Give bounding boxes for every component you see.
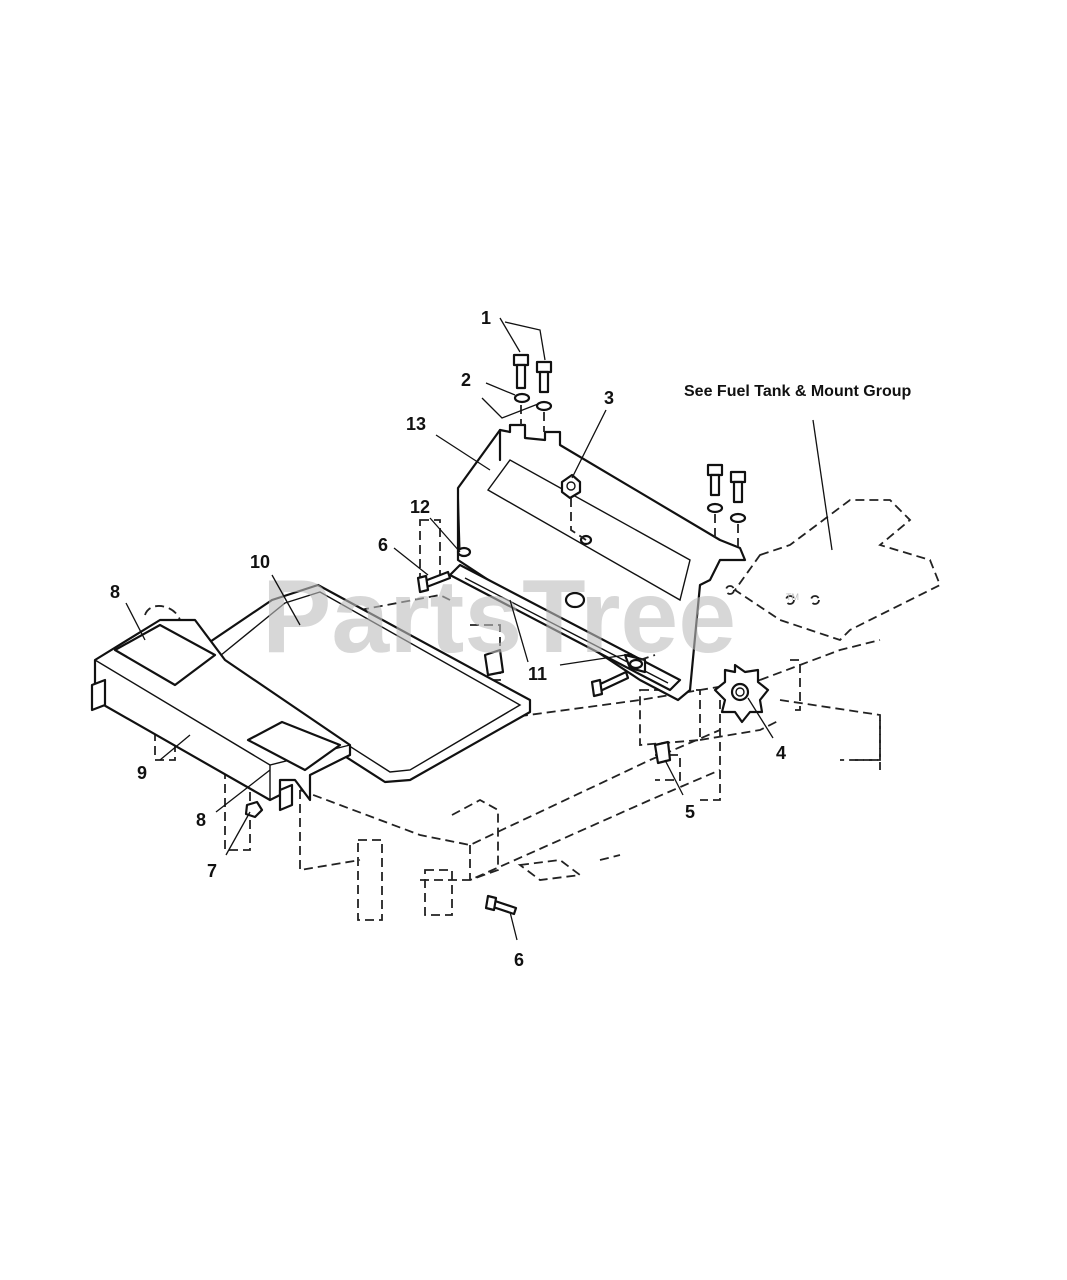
callout-1: 1 [481, 308, 491, 328]
callout-6-upper: 6 [378, 535, 388, 555]
callout-13: 13 [406, 414, 426, 434]
fuel-tank-note: See Fuel Tank & Mount Group [684, 383, 911, 400]
part-8-decal-left [113, 623, 217, 687]
part-8-decal-right [246, 720, 342, 772]
callout-4: 4 [776, 743, 786, 763]
callout-10: 10 [250, 552, 270, 572]
callout-3: 3 [604, 388, 614, 408]
callout-9: 9 [137, 763, 147, 783]
callout-5: 5 [685, 802, 695, 822]
leader-lines [125, 317, 833, 941]
watermark: PartsTree TM [262, 559, 799, 675]
callout-labels: 1 2 3 13 12 6 10 8 11 4 5 9 8 7 6 See Fu… [110, 308, 911, 970]
callout-12: 12 [410, 497, 430, 517]
part-13-console-panel [456, 423, 747, 702]
callout-7: 7 [207, 861, 217, 881]
callout-8-upper: 8 [110, 582, 120, 602]
callout-8-lower: 8 [196, 810, 206, 830]
callout-11: 11 [528, 664, 547, 684]
part-11-bracket [448, 563, 682, 692]
watermark-trademark: TM [786, 592, 799, 602]
watermark-text: PartsTree [262, 559, 736, 675]
callout-2: 2 [461, 370, 471, 390]
callout-6-lower: 6 [514, 950, 524, 970]
part-3-clip [560, 473, 587, 541]
part-9-seat-frame [90, 618, 352, 812]
bolts-and-washers [244, 353, 747, 916]
